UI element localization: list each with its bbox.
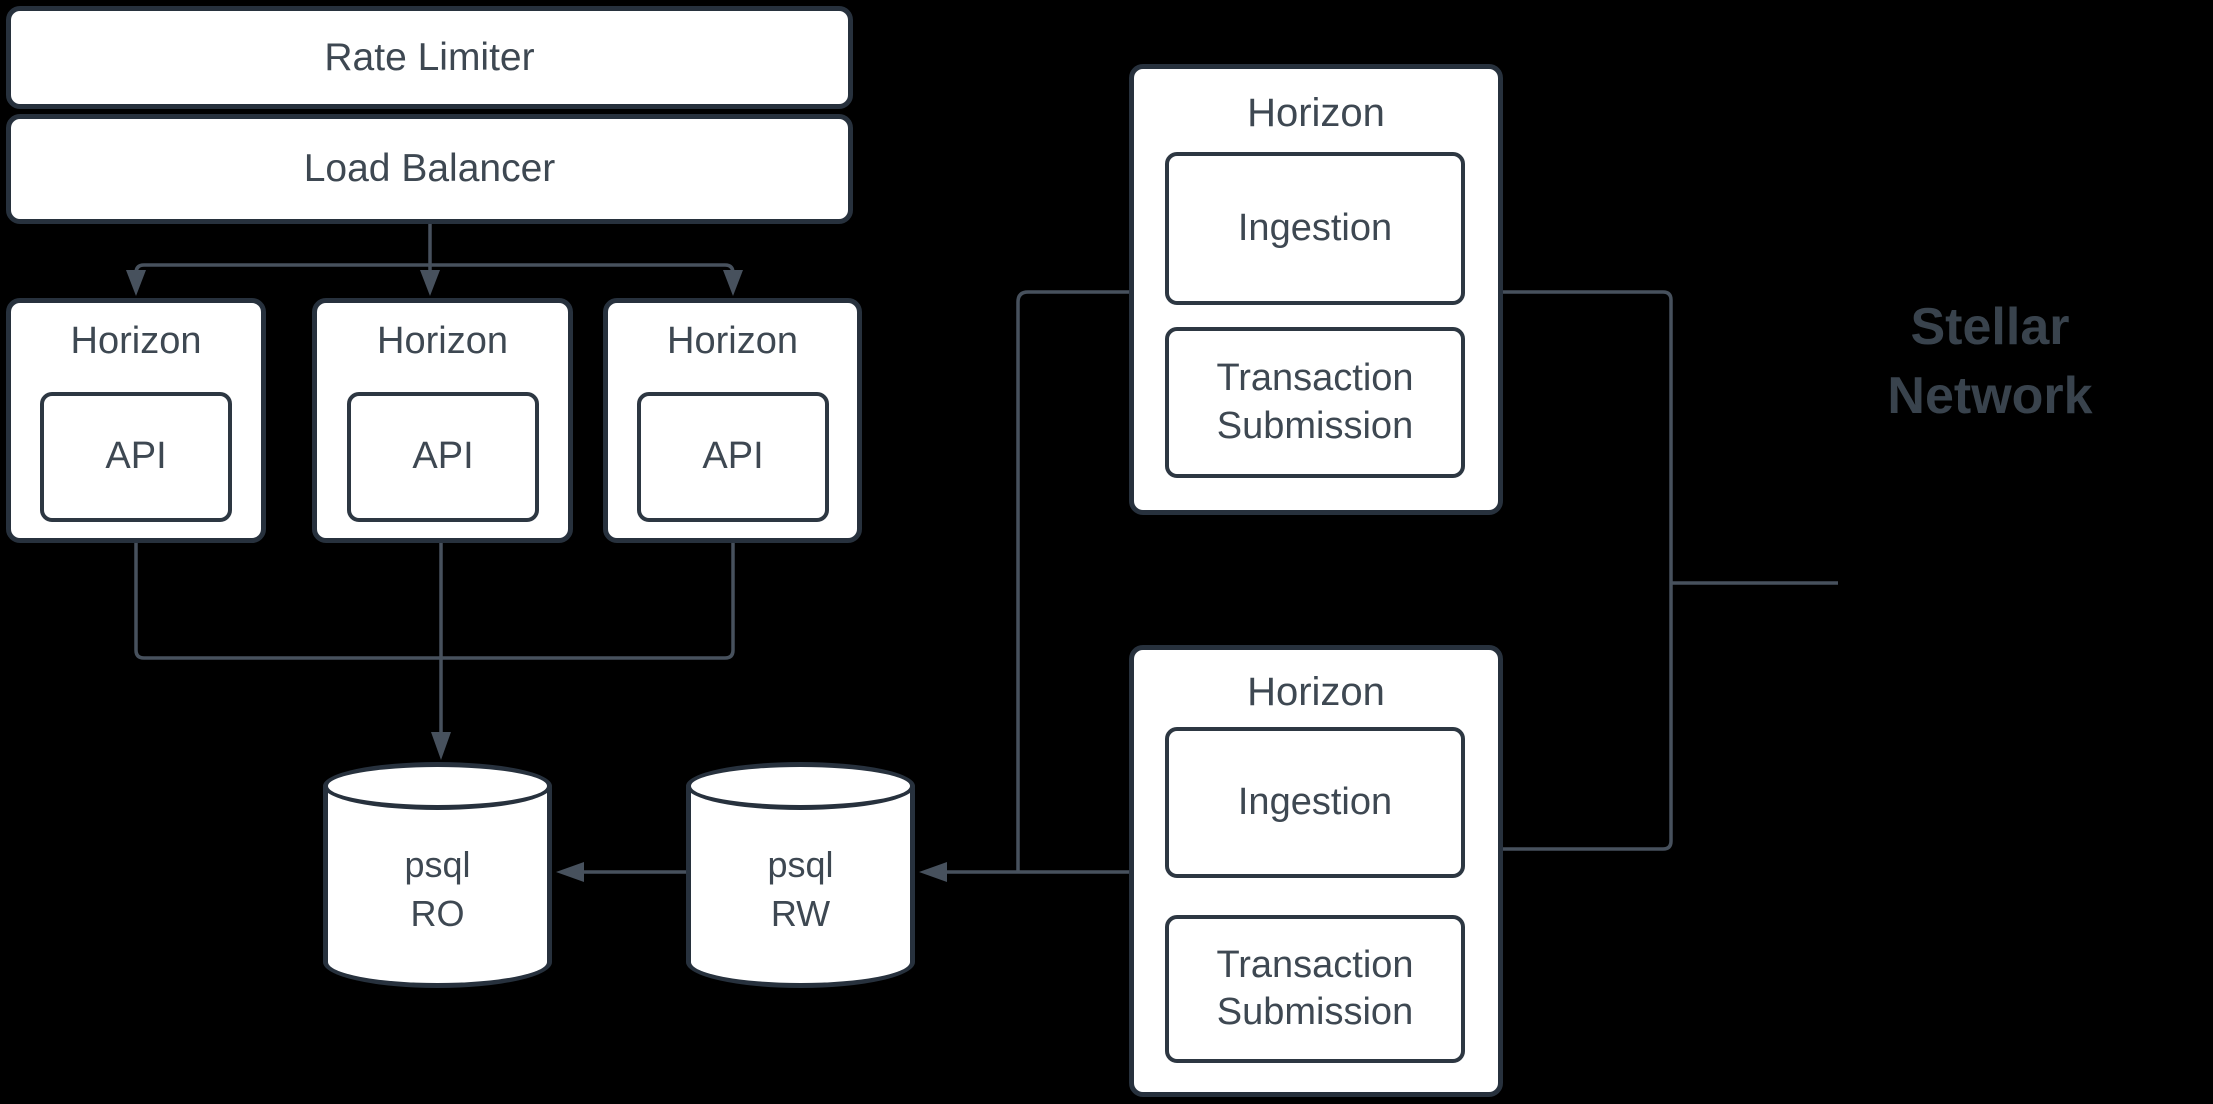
- edge-top-worker-branch: [1016, 290, 1130, 872]
- psql-ro-label: psql RO: [404, 844, 471, 934]
- edge-workers-bracket: [1503, 290, 1673, 851]
- rate-limiter-node: Rate Limiter: [6, 6, 853, 109]
- api-label: API: [702, 435, 764, 478]
- cylinder-top: [323, 762, 552, 810]
- transaction-submission-subnode-bottom: Transaction Submission: [1165, 915, 1465, 1063]
- ingestion-subnode-top: Ingestion: [1165, 152, 1465, 305]
- horizon-title: Horizon: [70, 320, 202, 362]
- transaction-submission-subnode-top: Transaction Submission: [1165, 327, 1465, 478]
- arrowhead-into-horizon-3: [723, 270, 743, 296]
- stellar-network-label: Stellar Network: [1887, 298, 2093, 425]
- arrowhead-rw-into-ro: [556, 862, 584, 882]
- transaction-submission-label: Transaction Submission: [1216, 357, 1414, 447]
- api-label: API: [412, 435, 474, 478]
- horizon-title: Horizon: [1247, 91, 1385, 135]
- arrowhead-into-horizon-1: [126, 270, 146, 296]
- database-psql-rw: psql RW: [686, 762, 915, 988]
- api-subnode-1: API: [40, 392, 232, 522]
- horizon-title: Horizon: [667, 320, 798, 362]
- ingestion-label: Ingestion: [1237, 780, 1393, 823]
- api-label: API: [105, 435, 167, 478]
- horizon-title: Horizon: [1247, 670, 1385, 714]
- arrowhead-into-horizon-2: [420, 270, 440, 296]
- cylinder-body: [686, 786, 915, 988]
- arrowhead-into-psql-ro-top: [431, 732, 451, 760]
- load-balancer-node: Load Balancer: [6, 114, 853, 224]
- load-balancer-label: Load Balancer: [303, 147, 556, 190]
- horizon-title: Horizon: [377, 320, 508, 362]
- rate-limiter-label: Rate Limiter: [324, 35, 535, 79]
- psql-rw-label: psql RW: [767, 844, 834, 934]
- cylinder-top: [686, 762, 915, 810]
- cylinder-body: [323, 786, 552, 988]
- transaction-submission-label: Transaction Submission: [1216, 943, 1414, 1034]
- ingestion-label: Ingestion: [1237, 206, 1393, 249]
- api-subnode-2: API: [347, 392, 539, 522]
- ingestion-subnode-bottom: Ingestion: [1165, 727, 1465, 878]
- edge-lb-fanout: [134, 263, 735, 274]
- edge-horizon-merge: [134, 543, 735, 660]
- api-subnode-3: API: [637, 392, 829, 522]
- database-psql-ro: psql RO: [323, 762, 552, 988]
- arrowhead-into-psql-rw: [919, 862, 947, 882]
